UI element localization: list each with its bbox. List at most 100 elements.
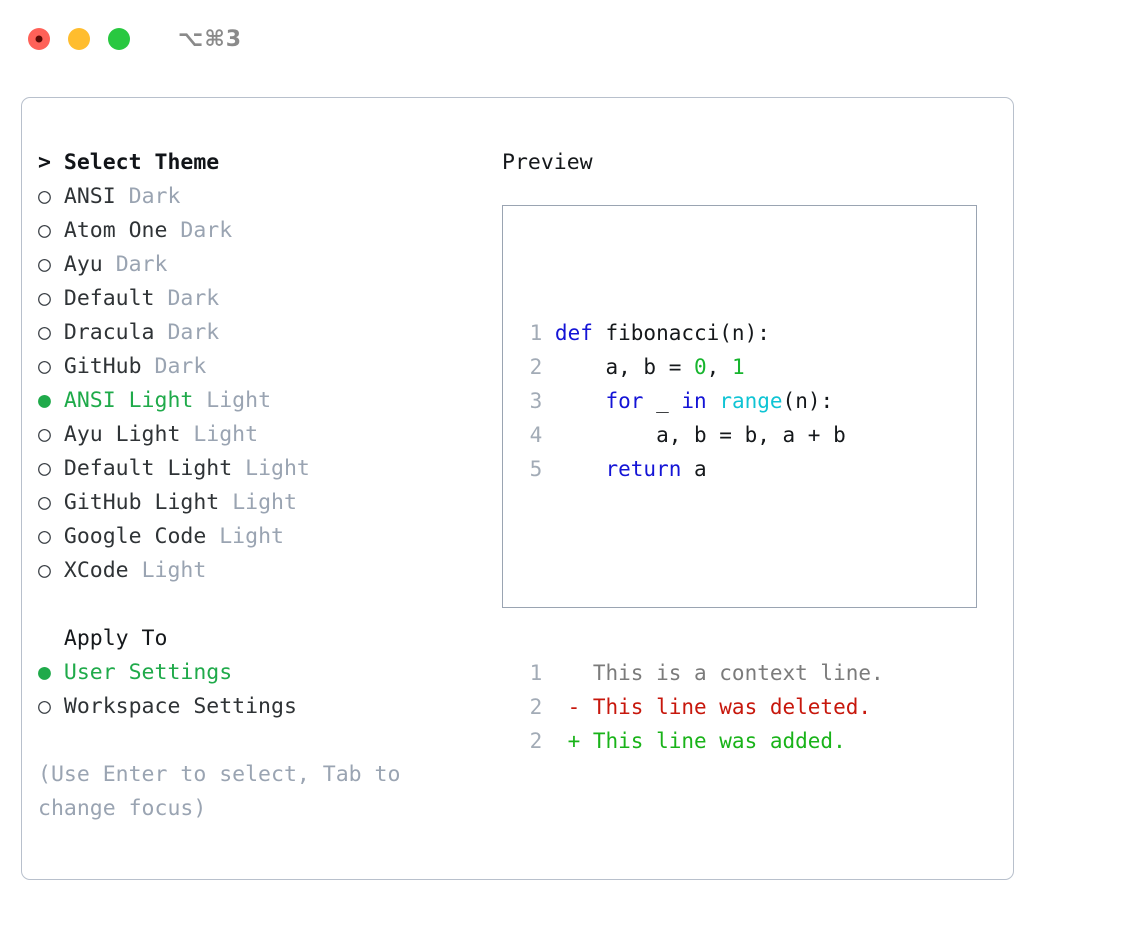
radio-selected-icon: ● <box>38 660 51 685</box>
window-title: ⌥⌘3 <box>178 26 243 52</box>
code-token: return <box>605 457 682 481</box>
apply-to-option[interactable]: ○ Workspace Settings <box>38 690 498 724</box>
theme-list-item[interactable]: ● ANSI Light Light <box>38 384 498 418</box>
theme-variant-badge: Light <box>219 524 284 549</box>
theme-list: ○ ANSI Dark○ Atom One Dark○ Ayu Dark○ De… <box>38 180 498 588</box>
theme-list-item[interactable]: ○ Ayu Light Light <box>38 418 498 452</box>
radio-unselected-icon: ○ <box>38 456 51 481</box>
diff-sign: - <box>554 695 593 719</box>
diff-line: 1 This is a context line. <box>517 656 884 690</box>
theme-list-item[interactable]: ○ Google Code Light <box>38 520 498 554</box>
code-token <box>707 389 720 413</box>
theme-variant-badge: Dark <box>180 218 233 243</box>
radio-unselected-icon: ○ <box>38 558 51 583</box>
code-token <box>555 389 606 413</box>
theme-variant-badge: Dark <box>167 320 220 345</box>
code-token: a, b = b, a + b <box>554 423 846 447</box>
radio-unselected-icon: ○ <box>38 524 51 549</box>
code-line-number: 5 <box>529 457 543 481</box>
diff-line-number: 1 <box>529 661 543 685</box>
close-button[interactable] <box>28 28 50 50</box>
theme-name: GitHub Light <box>63 490 220 515</box>
code-token: _ <box>643 389 682 413</box>
code-token: 0 <box>694 355 707 379</box>
window-titlebar: ⌥⌘3 <box>0 0 1140 78</box>
radio-unselected-icon: ○ <box>38 354 51 379</box>
theme-list-item[interactable]: ○ Dracula Dark <box>38 316 498 350</box>
window-controls <box>28 28 130 50</box>
radio-unselected-icon: ○ <box>38 320 51 345</box>
preview-column: Preview 1 def fibonacci(n): 2 a, b = 0, 1 3… <box>502 146 1002 753</box>
page-title: Select Theme <box>63 150 220 175</box>
code-line: 5 return a <box>517 452 884 486</box>
diff-text: This is a context line. <box>592 661 884 685</box>
theme-name: ANSI Light <box>63 388 194 413</box>
theme-name: Atom One <box>63 218 168 243</box>
code-line-number: 3 <box>529 389 543 413</box>
radio-unselected-icon: ○ <box>38 218 51 243</box>
theme-variant-badge: Light <box>193 422 259 447</box>
theme-list-item[interactable]: ○ Ayu Dark <box>38 248 498 282</box>
preview-label: Preview <box>502 150 593 175</box>
code-diff-separator <box>517 554 884 588</box>
theme-name: Google Code <box>63 524 207 549</box>
theme-variant-badge: Light <box>206 388 272 413</box>
radio-unselected-icon: ○ <box>38 422 51 447</box>
main-panel: > Select Theme ○ ANSI Dark○ Atom One Dar… <box>21 97 1014 880</box>
theme-list-item[interactable]: ○ GitHub Light Light <box>38 486 498 520</box>
code-token: for <box>605 389 644 413</box>
code-line: 1 def fibonacci(n): <box>517 316 884 350</box>
theme-picker-column: > Select Theme ○ ANSI Dark○ Atom One Dar… <box>38 146 498 826</box>
theme-name: ANSI <box>63 184 116 209</box>
theme-variant-badge: Light <box>245 456 310 481</box>
theme-name: Dracula <box>63 320 155 345</box>
code-token: a <box>681 457 707 481</box>
theme-picker-heading: > Select Theme <box>38 146 498 180</box>
code-line: 3 for _ in range(n): <box>517 384 884 418</box>
minimize-button[interactable] <box>68 28 90 50</box>
list-spacer <box>38 588 498 622</box>
theme-list-item[interactable]: ○ Default Light Light <box>38 452 498 486</box>
apply-to-list: ● User Settings○ Workspace Settings <box>38 656 498 724</box>
code-line: 4 a, b = b, a + b <box>517 418 884 452</box>
theme-list-item[interactable]: ○ Default Dark <box>38 282 498 316</box>
panel-columns: > Select Theme ○ ANSI Dark○ Atom One Dar… <box>22 98 1013 879</box>
theme-name: Ayu <box>63 252 103 277</box>
theme-variant-badge: Dark <box>154 354 207 379</box>
code-token <box>555 457 606 481</box>
theme-list-item[interactable]: ○ XCode Light <box>38 554 498 588</box>
code-token: , <box>706 355 732 379</box>
radio-unselected-icon: ○ <box>38 694 51 719</box>
code-token: range <box>719 389 783 413</box>
theme-variant-badge: Dark <box>128 184 181 209</box>
code-line-number: 1 <box>529 321 543 345</box>
theme-list-item[interactable]: ○ ANSI Dark <box>38 180 498 214</box>
apply-to-indent <box>38 622 51 656</box>
diff-text: This line was added. <box>592 729 846 753</box>
theme-name: Default Light <box>63 456 233 481</box>
theme-list-item[interactable]: ○ Atom One Dark <box>38 214 498 248</box>
preview-box: 1 def fibonacci(n): 2 a, b = 0, 1 3 for _ i… <box>502 205 977 753</box>
diff-line-number: 2 <box>529 695 543 719</box>
diff-line-number: 2 <box>529 729 543 753</box>
code-token: 1 <box>731 355 745 379</box>
diff-snippet: 1 This is a context line. 2 - This line w… <box>517 656 884 758</box>
theme-variant-badge: Dark <box>115 252 168 277</box>
code-token: in <box>681 389 707 413</box>
radio-unselected-icon: ○ <box>38 490 51 515</box>
diff-line: 2 + This line was added. <box>517 724 884 758</box>
apply-to-option[interactable]: ● User Settings <box>38 656 498 690</box>
radio-unselected-icon: ○ <box>38 252 51 277</box>
code-token: fibonacci(n): <box>592 321 770 345</box>
theme-variant-badge: Dark <box>167 286 220 311</box>
diff-sign: + <box>554 729 593 753</box>
theme-name: GitHub <box>63 354 142 379</box>
radio-selected-icon: ● <box>38 388 51 413</box>
code-line-number: 4 <box>529 423 543 447</box>
code-token: a, b = <box>554 355 694 379</box>
code-token: def <box>554 321 593 345</box>
theme-list-item[interactable]: ○ GitHub Dark <box>38 350 498 384</box>
radio-unselected-icon: ○ <box>38 184 51 209</box>
maximize-button[interactable] <box>108 28 130 50</box>
theme-name: Default <box>63 286 155 311</box>
